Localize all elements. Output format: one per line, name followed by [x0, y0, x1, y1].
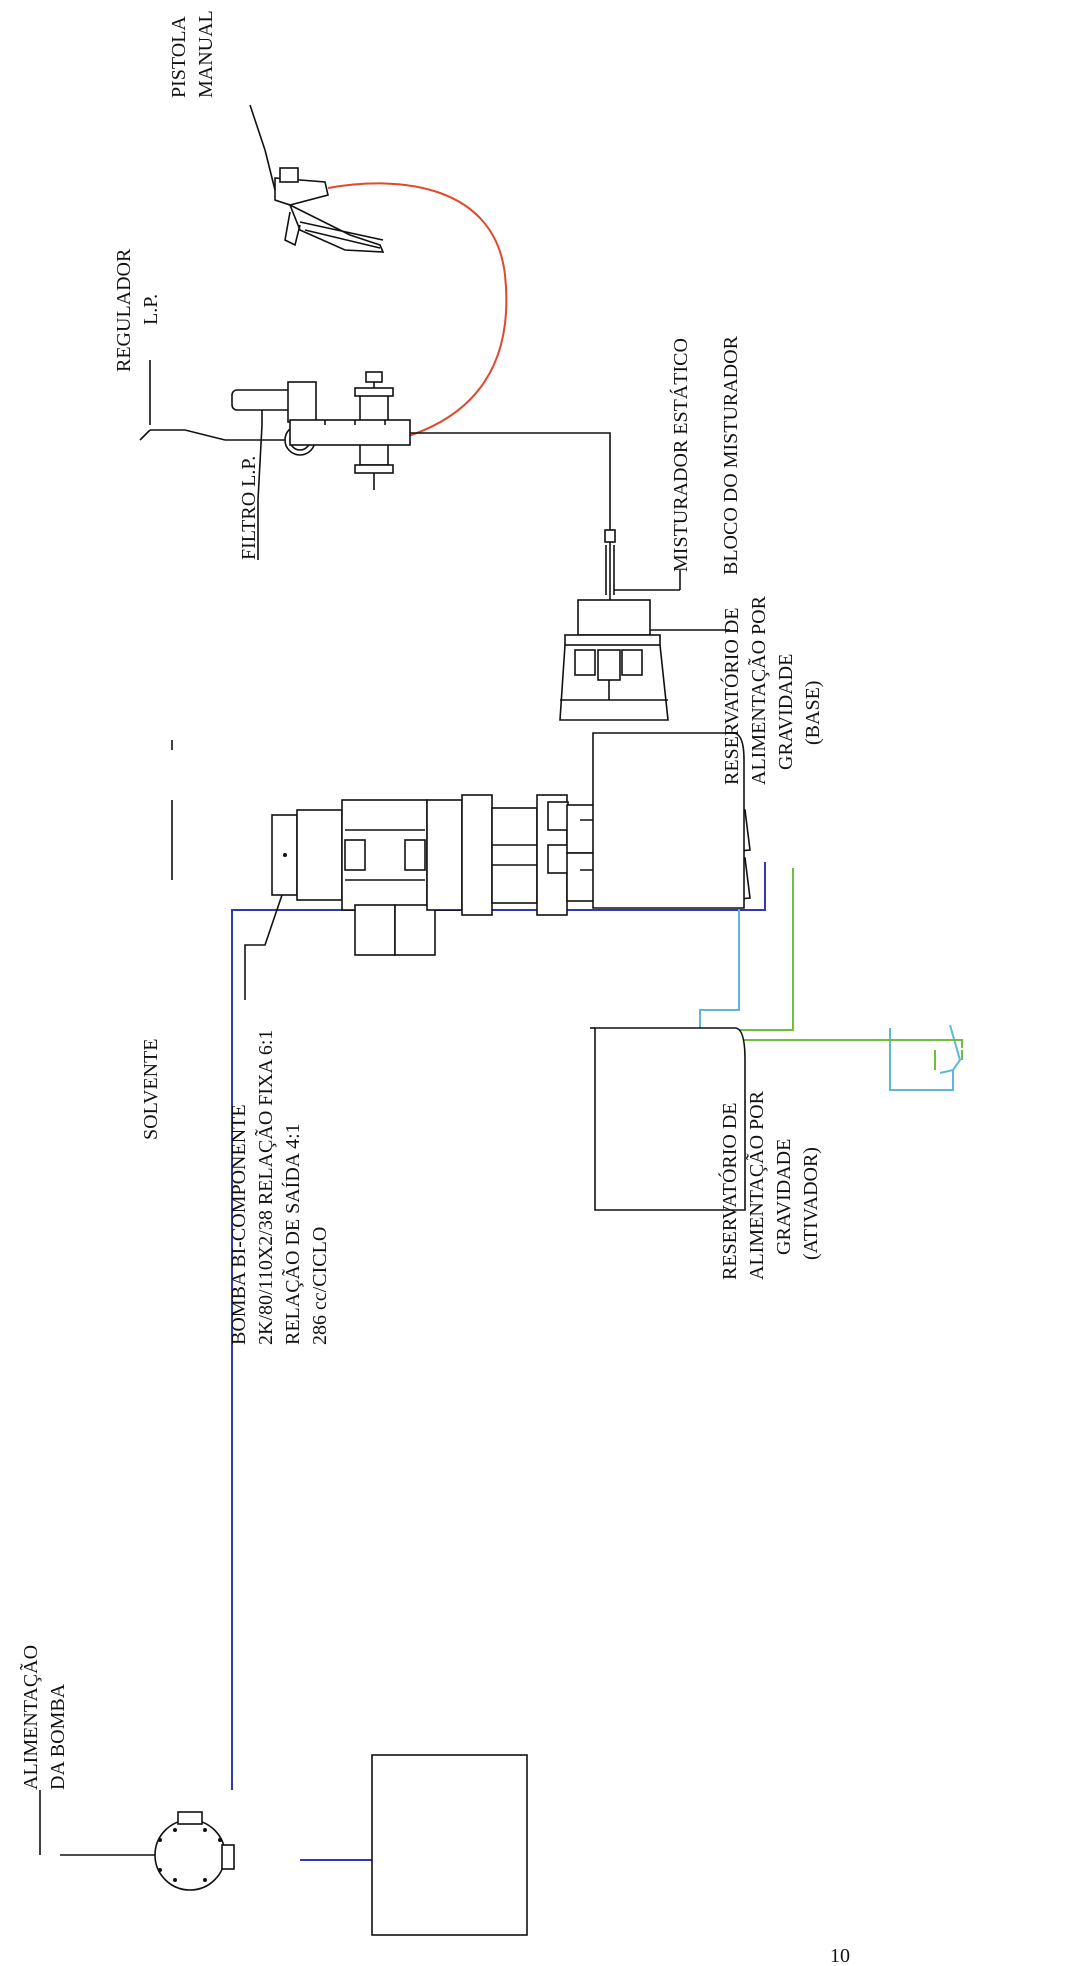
pump-feed-valve — [39, 1790, 235, 1891]
label-res-ativ-2: ALIMENTAÇÃO POR — [744, 1090, 768, 1280]
label-bomba-2: 2K/80/110X2/38 RELAÇÃO FIXA 6:1 — [253, 1030, 277, 1345]
lp-filter — [231, 381, 411, 560]
label-res-base-4: (BASE) — [802, 681, 824, 745]
label-pistola-1: PISTOLA — [168, 16, 190, 98]
label-alimentacao-2: DA BOMBA — [47, 1683, 69, 1790]
label-bomba-1: BOMBA BI-COMPONENTE — [228, 1104, 250, 1345]
base-reservoir — [590, 1027, 746, 1211]
label-bomba-3: RELAÇÃO DE SAÍDA 4:1 — [280, 1123, 304, 1345]
label-filtro: FILTRO L.P. — [238, 456, 260, 560]
label-pistola-2: MANUAL — [195, 10, 217, 98]
mixer-block — [559, 599, 730, 721]
label-misturador: MISTURADOR ESTÁTICO — [669, 338, 692, 572]
label-bomba-4: 286 cc/CICLO — [309, 1227, 331, 1345]
gun-hose — [327, 182, 508, 441]
spray-gun — [249, 104, 385, 253]
label-res-ativ-3: GRAVIDADE — [773, 1139, 795, 1255]
label-res-base-3: GRAVIDADE — [775, 654, 797, 770]
solvent-line — [231, 862, 766, 1790]
reservoir-left — [592, 732, 745, 909]
label-alimentacao-1: ALIMENTAÇÃO — [18, 1645, 42, 1790]
label-res-ativ-1: RESERVATÓRIO DE — [717, 1103, 741, 1281]
label-regulador-2: L.P. — [140, 294, 162, 325]
label-res-ativ-4: (ATIVADOR) — [800, 1147, 822, 1260]
label-solvente: SOLVENTE — [140, 1039, 162, 1140]
page-number: 10 — [830, 1945, 850, 1966]
static-mixer — [604, 529, 681, 600]
pump-leader — [244, 894, 283, 1000]
label-res-base-2: ALIMENTAÇÃO POR — [746, 595, 770, 785]
solvent-tank — [371, 1754, 528, 1936]
label-res-base-1: RESERVATÓRIO DE — [719, 608, 743, 786]
label-bloco: BLOCO DO MISTURADOR — [720, 335, 742, 575]
label-regulador-1: REGULADOR — [113, 248, 135, 372]
base-line — [717, 868, 963, 1091]
fluid-line — [410, 432, 611, 530]
